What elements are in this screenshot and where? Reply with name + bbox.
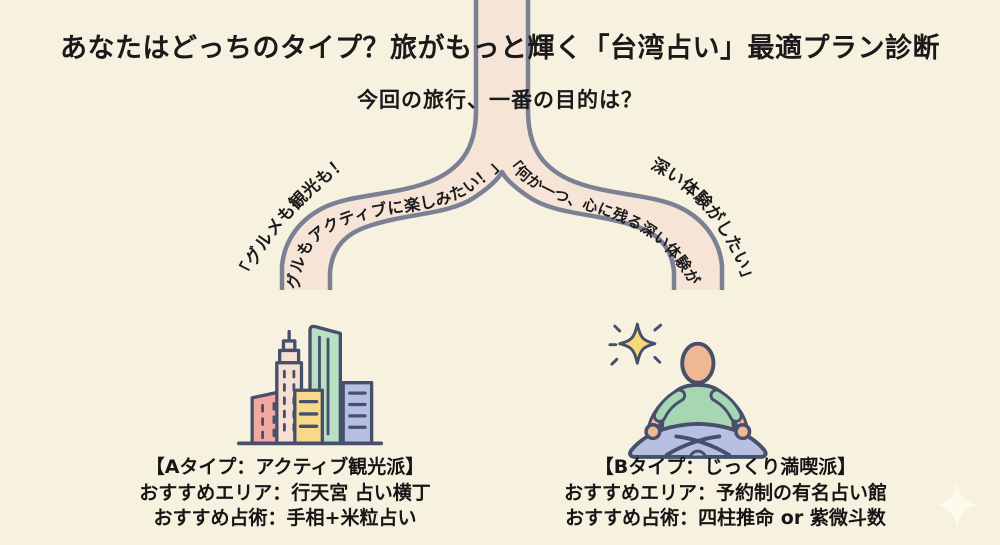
person-left-hand: [644, 423, 662, 441]
person-crossed-shins: [664, 434, 732, 457]
page-title: あなたはどっちのタイプ？旅がもっと輝く「台湾占い」最適プラン診断: [60, 33, 940, 64]
y-path-fill: [282, 0, 722, 290]
result-a-title: 【Aタイプ：アクティブ観光派】: [145, 456, 425, 478]
y-path-outline-right-outer: [525, 0, 725, 290]
result-b-title: 【Bタイプ：じっくり満喫派】: [594, 456, 857, 478]
watermark-sparkle-icon: [937, 483, 977, 527]
y-path-outline-left-outer: [279, 0, 479, 290]
result-b-area: おすすめエリア：予約制の有名占い館: [563, 481, 887, 504]
building-yellow: [293, 388, 324, 446]
building-yellow-windows: [298, 399, 319, 428]
person-right-hand: [734, 423, 752, 441]
person-head: [680, 341, 716, 385]
person-foot: [688, 449, 708, 459]
result-a-block: 【Aタイプ：アクティブ観光派】 おすすめエリア：行天宮 占い横丁 おすすめ占術：…: [85, 455, 485, 532]
result-a-area: おすすめエリア：行天宮 占い横丁: [139, 481, 431, 504]
y-path-outline: [279, 0, 725, 290]
meditating-person-icon: [608, 322, 768, 459]
city-buildings-icon: [236, 324, 384, 446]
y-path-outline-inner-v: [327, 169, 677, 290]
result-b-block: 【Bタイプ：じっくり満喫派】 おすすめエリア：予約制の有名占い館 おすすめ占術：…: [518, 455, 933, 532]
question-text: 今回の旅行、一番の目的は？: [357, 88, 643, 112]
building-blue-windows: [348, 391, 367, 429]
result-a-method: おすすめ占術：手相+米粒占い: [153, 507, 417, 529]
building-pink-windows: [261, 402, 276, 440]
building-tower-step: [278, 348, 301, 365]
result-b-method: おすすめ占術：四柱推命 or 紫微斗数: [565, 507, 886, 529]
sparkle-icon: [608, 322, 663, 366]
